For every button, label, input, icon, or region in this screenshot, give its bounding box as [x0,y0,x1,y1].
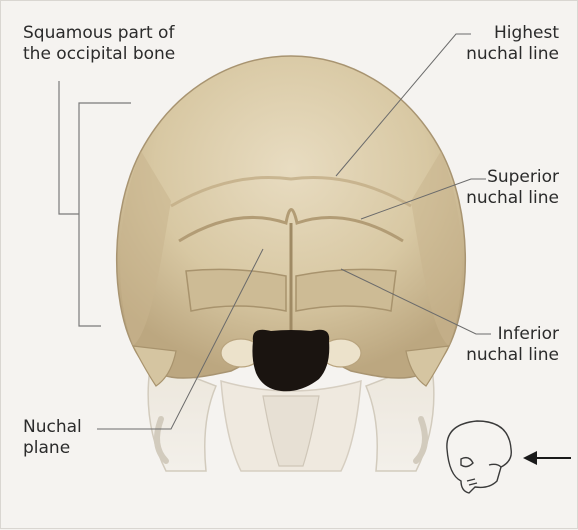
inferior-nuchal-line-label-line1: Inferior [466,324,559,345]
superior-nuchal-line-label-line1: Superior [466,167,559,188]
foramen-magnum [252,330,329,392]
occipital-bone [117,56,466,391]
highest-nuchal-line-label-line1: Highest [466,23,559,44]
highest-nuchal-line-label-line2: nuchal line [466,44,559,65]
superior-nuchal-line-label: Superior nuchal line [466,167,559,209]
nuchal-plane-label-line1: Nuchal [23,417,82,438]
superior-nuchal-line-label-line2: nuchal line [466,188,559,209]
nuchal-plane-label-line2: plane [23,438,82,459]
highest-nuchal-line-label: Highest nuchal line [466,23,559,65]
view-direction-arrow-icon [523,451,571,465]
squamous-part-label-line1: Squamous part of [23,23,175,44]
inferior-nuchal-line-label-line2: nuchal line [466,345,559,366]
nuchal-plane-label: Nuchal plane [23,417,82,459]
skull-lateral-orientation-icon [447,421,511,493]
squamous-part-label: Squamous part of the occipital bone [23,23,175,65]
inferior-nuchal-line-label: Inferior nuchal line [466,324,559,366]
squamous-part-label-line2: the occipital bone [23,44,175,65]
